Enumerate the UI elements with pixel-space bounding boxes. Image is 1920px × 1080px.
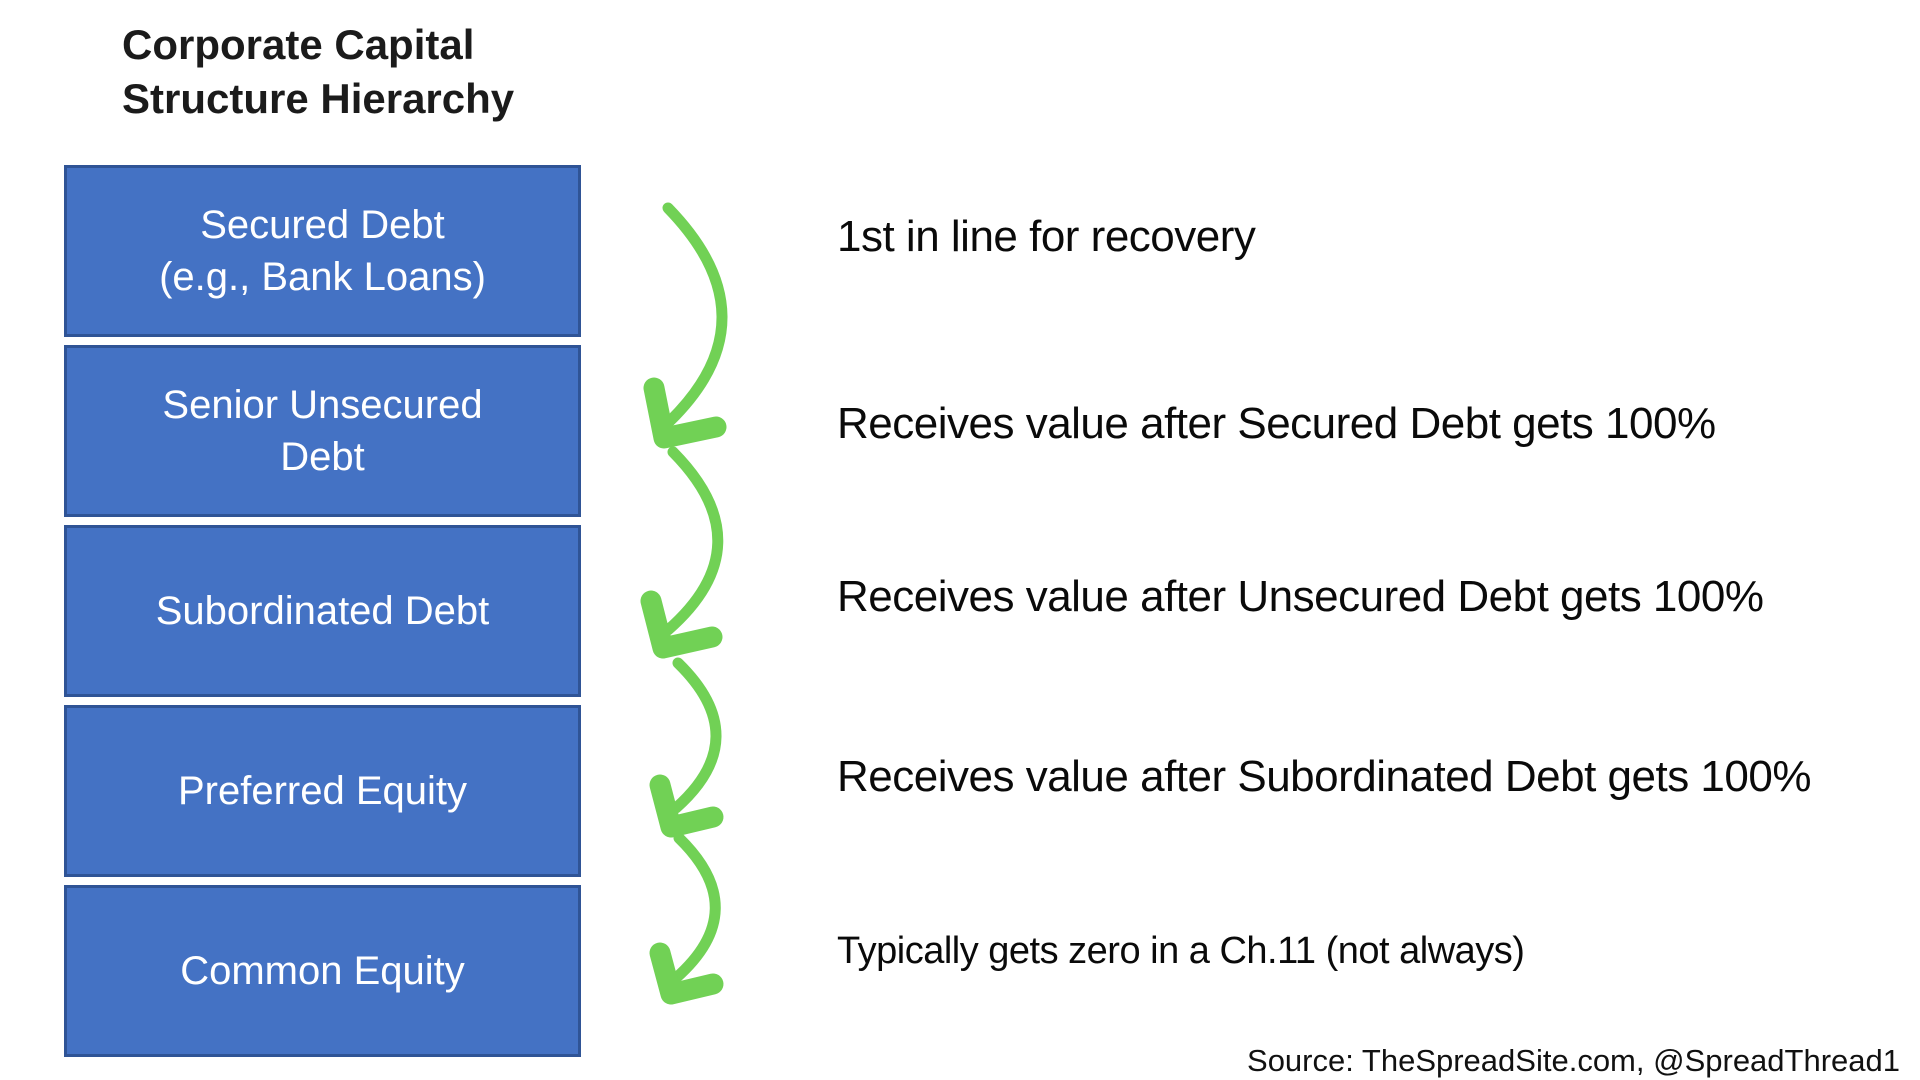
annotation-preferred-equity: Receives value after Subordinated Debt g… [837,752,1811,801]
curved-down-arrow-icon [643,202,728,449]
box-label: Preferred Equity [177,769,468,813]
hierarchy-box-secured-debt: Secured Debt (e.g., Bank Loans) [64,165,581,337]
annotation-subordinated-debt: Receives value after Unsecured Debt gets… [837,572,1764,621]
curved-down-arrow-icon [640,446,724,659]
curved-down-arrow-icon [649,657,724,838]
box-label: Senior Unsecured Debt [162,383,483,479]
annotation-senior-unsecured-debt: Receives value after Secured Debt gets 1… [837,399,1716,448]
annotation-secured-debt: 1st in line for recovery [837,212,1256,261]
hierarchy-box-subordinated-debt: Subordinated Debt [64,525,581,697]
hierarchy-box-preferred-equity: Preferred Equity [64,705,581,877]
source-attribution: Source: TheSpreadSite.com, @SpreadThread… [1247,1043,1900,1078]
hierarchy-box-senior-unsecured-debt: Senior Unsecured Debt [64,345,581,517]
hierarchy-box-common-equity: Common Equity [64,885,581,1057]
curved-down-arrow-icon [649,832,724,1005]
box-label: Common Equity [180,949,465,993]
diagram-title: Corporate Capital Structure Hierarchy [122,21,515,122]
annotation-common-equity: Typically gets zero in a Ch.11 (not alwa… [837,930,1525,972]
box-label: Secured Debt (e.g., Bank Loans) [159,203,486,299]
box-label: Subordinated Debt [155,589,490,633]
